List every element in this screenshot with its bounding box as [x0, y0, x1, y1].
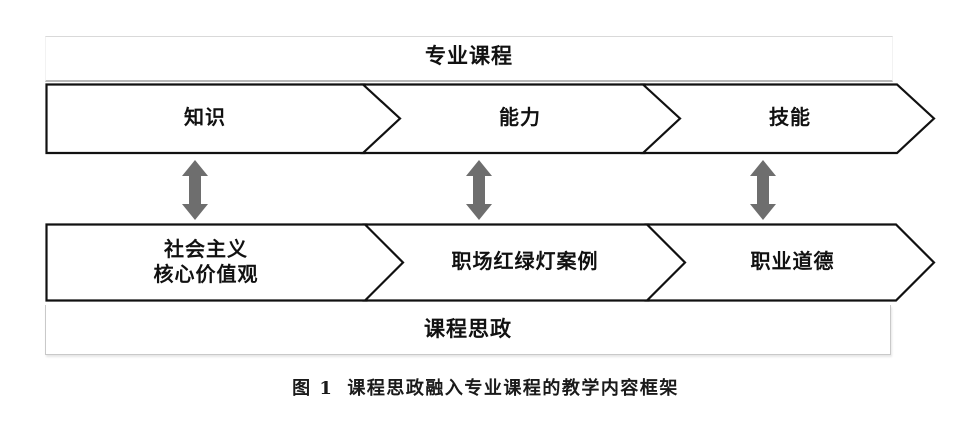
bottom-band-curriculum-ideology: 课程思政 [45, 305, 891, 355]
figure-caption-text: 课程思政融入专业课程的教学内容框架 [347, 378, 679, 399]
figure-caption: 图 1 课程思政融入专业课程的教学内容框架 [0, 374, 971, 400]
bottom-segment-shape-1 [45, 223, 407, 302]
top-segment-shape-2 [360, 83, 684, 155]
top-segment-shape-1 [45, 83, 404, 155]
connector-arrow-2 [466, 160, 492, 220]
top-band-label: 专业课程 [425, 45, 513, 68]
bottom-segment-shape-2 [362, 223, 689, 302]
bottom-chevron-row: 社会主义 核心价值观 职场红绿灯案例 职业道德 [45, 222, 936, 304]
double-arrow-vertical-icon [466, 160, 492, 220]
connector-arrow-1 [182, 160, 208, 220]
top-chevron-row: 知识 能力 技能 [45, 82, 936, 156]
top-segment-shape-3 [640, 83, 936, 155]
bottom-band-label: 课程思政 [424, 318, 512, 341]
bottom-segment-shape-3 [644, 223, 936, 302]
double-arrow-vertical-icon [182, 160, 208, 220]
connector-arrow-3 [750, 160, 776, 220]
top-band-professional-course: 专业课程 [45, 36, 893, 82]
figure-caption-number: 图 1 [292, 378, 334, 399]
double-arrow-vertical-icon [750, 160, 776, 220]
